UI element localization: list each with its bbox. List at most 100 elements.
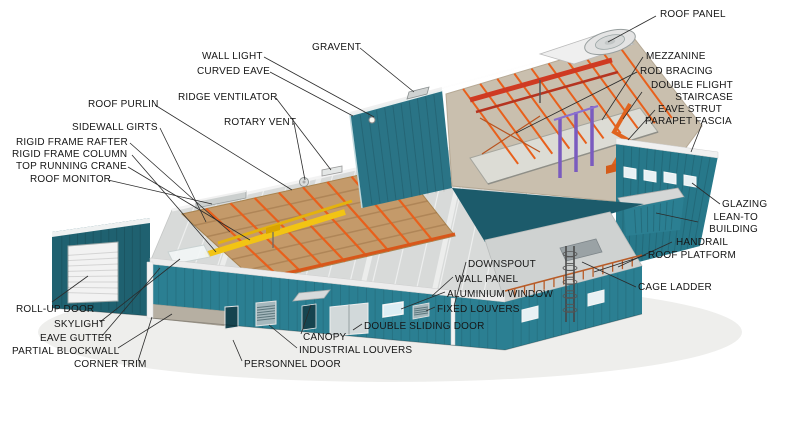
leader-wall-panel — [431, 276, 454, 297]
leader-ridge-ventilator — [275, 97, 332, 171]
annex-gable-wall — [349, 88, 452, 209]
leader-partial-blockwall — [117, 313, 173, 349]
leader-roof-purlin — [154, 104, 293, 191]
leader-roll-up-door — [51, 275, 89, 303]
industrial-louvers-unit — [255, 300, 277, 327]
leader-eave-strut — [627, 109, 656, 141]
label-personnel-door: PERSONNEL DOOR — [244, 359, 341, 370]
label-wall-panel: WALL PANEL — [455, 274, 519, 285]
label-canopy: CANOPY — [303, 332, 347, 343]
label-lean-to-building: LEAN-TO BUILDING — [709, 212, 758, 235]
label-roof-panel: ROOF PANEL — [660, 9, 726, 20]
label-parapet-fascia: PARAPET FASCIA — [645, 116, 732, 127]
leader-double-sliding-door — [352, 323, 363, 331]
label-fixed-louvers: FIXED LOUVERS — [437, 304, 520, 315]
leader-rigid-frame-column — [131, 154, 217, 253]
gravent-unit — [406, 86, 430, 100]
downspout-pipe — [450, 297, 456, 346]
label-curved-eave: CURVED EAVE — [197, 66, 270, 77]
label-top-running-crane: TOP RUNNING CRANE — [16, 161, 127, 172]
leader-top-running-crane — [127, 166, 251, 241]
leader-gravent — [359, 47, 415, 93]
cage-ladder-unit — [562, 246, 578, 322]
wall-light-lamp — [368, 116, 376, 124]
leader-double-flight-staircase — [622, 91, 643, 120]
leader-industrial-louvers — [268, 324, 298, 349]
leader-glazing — [691, 182, 721, 205]
label-roof-monitor: ROOF MONITOR — [30, 174, 112, 185]
main-front-wall — [149, 257, 506, 351]
leader-aluminium-window — [400, 291, 446, 310]
crane-runway — [256, 232, 456, 282]
annex-crane-bridge — [469, 57, 619, 114]
label-double-flight-staircase: DOUBLE FLIGHT STAIRCASE — [650, 80, 733, 103]
top-running-crane-bridge — [204, 199, 353, 258]
right-section-wall — [504, 246, 643, 351]
leader-sidewall-girts — [159, 127, 207, 223]
leader-canopy — [300, 304, 312, 335]
label-rod-bracing: ROD BRACING — [640, 66, 713, 77]
rod-bracing-rods — [479, 115, 541, 155]
label-gravent: GRAVENT — [312, 42, 361, 53]
label-downspout: DOWNSPOUT — [468, 259, 536, 270]
main-end-wall — [51, 218, 151, 317]
roof-platform-deck — [484, 211, 643, 303]
leader-skylight — [99, 258, 181, 323]
leader-lines — [51, 15, 721, 362]
label-wall-light: WALL LIGHT — [202, 51, 263, 62]
skylight-panel — [167, 244, 211, 265]
label-rigid-frame-column: RIGID FRAME COLUMN — [12, 149, 128, 160]
label-skylight: SKYLIGHT — [54, 319, 106, 330]
roll-up-door-unit — [67, 241, 119, 304]
leader-fixed-louvers — [425, 306, 436, 312]
personnel-door-unit — [224, 305, 239, 330]
label-aluminium-window: ALUMINIUM WINDOW — [447, 289, 553, 300]
double-sliding-door-unit — [329, 302, 369, 337]
fixed-louvers-unit — [412, 302, 430, 320]
leader-personnel-door — [232, 339, 243, 362]
leader-roof-panel — [607, 15, 657, 43]
leader-wall-light — [263, 56, 375, 118]
label-glazing: GLAZING — [722, 199, 768, 210]
parapet-fascia-trim — [615, 137, 719, 159]
label-roll-up-door: ROLL-UP DOOR — [16, 304, 95, 315]
label-roof-purlin: ROOF PURLIN — [88, 99, 159, 110]
leader-mezzanine — [601, 56, 644, 121]
corner-trim-strip — [146, 261, 154, 319]
label-ridge-ventilator: RIDGE VENTILATOR — [178, 92, 278, 103]
label-rotary-vent: ROTARY VENT — [224, 117, 297, 128]
roof-panel-roll — [538, 28, 636, 65]
leader-eave-gutter — [101, 267, 161, 337]
label-mezzanine: MEZZANINE — [646, 51, 706, 62]
label-corner-trim: CORNER TRIM — [74, 359, 147, 370]
label-sidewall-girts: SIDEWALL GIRTS — [72, 122, 158, 133]
leader-downspout — [453, 261, 467, 307]
label-eave-gutter: EAVE GUTTER — [40, 333, 113, 344]
label-industrial-louvers: INDUSTRIAL LOUVERS — [299, 345, 413, 356]
platform-grating — [559, 238, 603, 262]
leader-curved-eave — [269, 71, 354, 117]
label-rigid-frame-rafter: RIGID FRAME RAFTER — [16, 137, 128, 148]
label-partial-blockwall: PARTIAL BLOCKWALL — [12, 346, 120, 357]
leader-rigid-frame-rafter — [129, 142, 231, 233]
leader-parapet-fascia — [690, 123, 703, 153]
leader-roof-monitor — [107, 179, 213, 205]
canopy-unit — [292, 289, 331, 331]
leader-corner-trim — [137, 316, 153, 362]
leader-roof-platform — [593, 254, 647, 273]
label-double-sliding-door: DOUBLE SLIDING DOOR — [364, 321, 485, 332]
leader-rotary-vent — [293, 122, 306, 181]
roof-monitor-unit — [195, 190, 247, 209]
label-cage-ladder: CAGE LADDER — [638, 282, 712, 293]
glazing-windows — [623, 166, 697, 188]
label-roof-platform: ROOF PLATFORM — [648, 250, 736, 261]
interior-shadow-wall — [452, 188, 644, 242]
ridge-ventilator-unit — [321, 165, 343, 177]
leader-handrail — [617, 241, 673, 268]
aluminium-window-unit — [382, 301, 404, 318]
process-equipment — [553, 105, 599, 178]
label-eave-strut: EAVE STRUT — [658, 104, 723, 115]
label-handrail: HANDRAIL — [676, 237, 729, 248]
